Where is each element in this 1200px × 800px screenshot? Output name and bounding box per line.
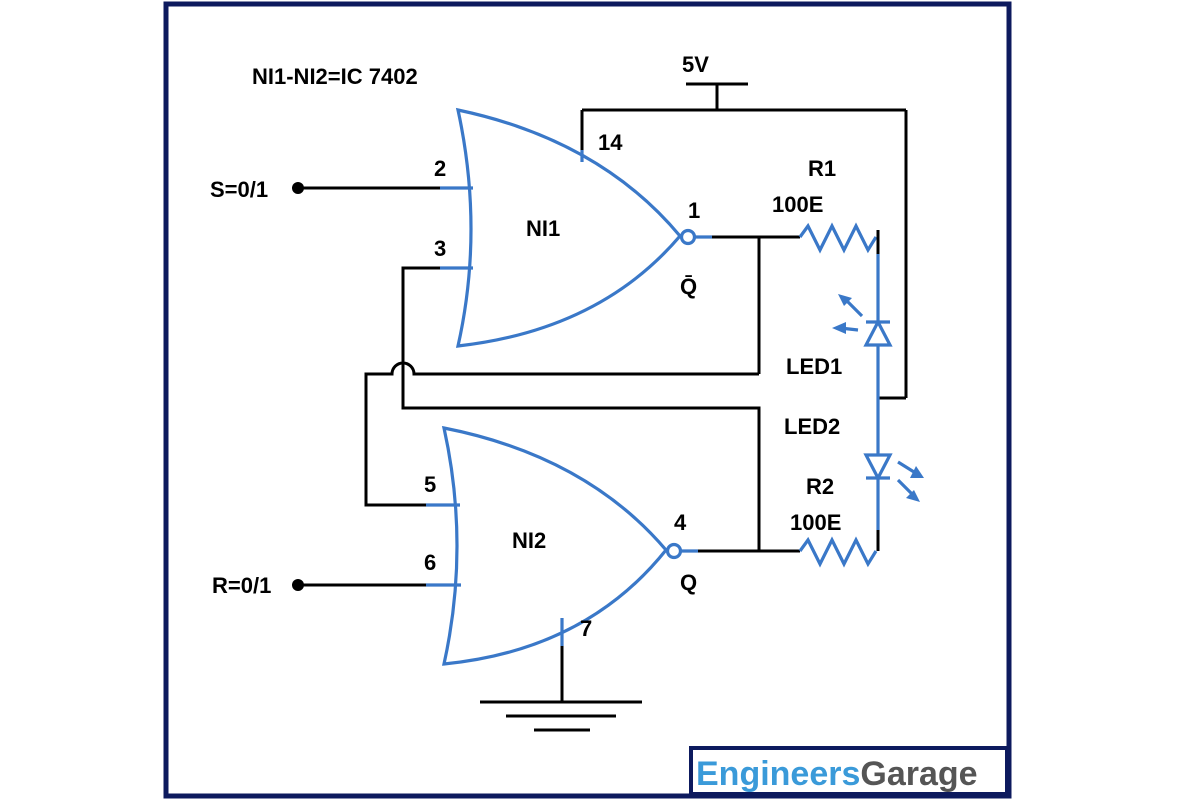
qbar-label: Q̄ (680, 274, 697, 299)
led1-diode-icon (863, 318, 893, 347)
led2-diode-icon (863, 453, 893, 482)
gate-ni1-label: NI1 (526, 216, 560, 241)
led1-light-arrows-icon (832, 294, 864, 334)
nor-gate-ni1 (455, 107, 683, 348)
r2-value-label: 100E (790, 510, 841, 535)
r1-value-label: 100E (772, 192, 823, 217)
reset-label: R=0/1 (212, 573, 271, 598)
brand-logo-part1: Engineers (696, 755, 860, 793)
qbar-feedback-wire (364, 361, 759, 507)
ic-label: NI1-NI2=IC 7402 (252, 64, 418, 89)
pin-1-label: 1 (688, 198, 700, 223)
r2-name-label: R2 (806, 474, 834, 499)
r1-name-label: R1 (808, 156, 836, 181)
set-label: S=0/1 (210, 177, 268, 202)
resistor-r2 (798, 536, 878, 568)
pin-7-label: 7 (580, 616, 592, 641)
logo-box (689, 746, 1009, 796)
brand-logo-part2: Garage (860, 755, 977, 793)
brand-logo: EngineersGarage (696, 755, 978, 793)
pin-5-label: 5 (424, 472, 436, 497)
supply-label: 5V (682, 52, 709, 77)
resistor-r1 (798, 222, 878, 254)
ni1-output-bubble (679, 228, 697, 246)
pin-6-label: 6 (424, 550, 436, 575)
q-feedback-wire (401, 266, 761, 551)
gate-ni2-label: NI2 (512, 528, 546, 553)
pin-3-label: 3 (434, 236, 446, 261)
ni2-output-bubble (665, 542, 683, 560)
pin-14-label: 14 (598, 130, 623, 155)
led1-label: LED1 (786, 354, 842, 379)
led2-label: LED2 (784, 414, 840, 439)
q-label: Q (680, 570, 697, 595)
led2-light-arrows-icon (896, 460, 924, 502)
pin-2-label: 2 (434, 156, 446, 181)
nor-gate-ni2 (441, 425, 669, 666)
diagram-frame (163, 1, 1012, 799)
set-terminal (292, 182, 304, 194)
pin-4-label: 4 (674, 510, 687, 535)
reset-terminal (292, 579, 304, 591)
